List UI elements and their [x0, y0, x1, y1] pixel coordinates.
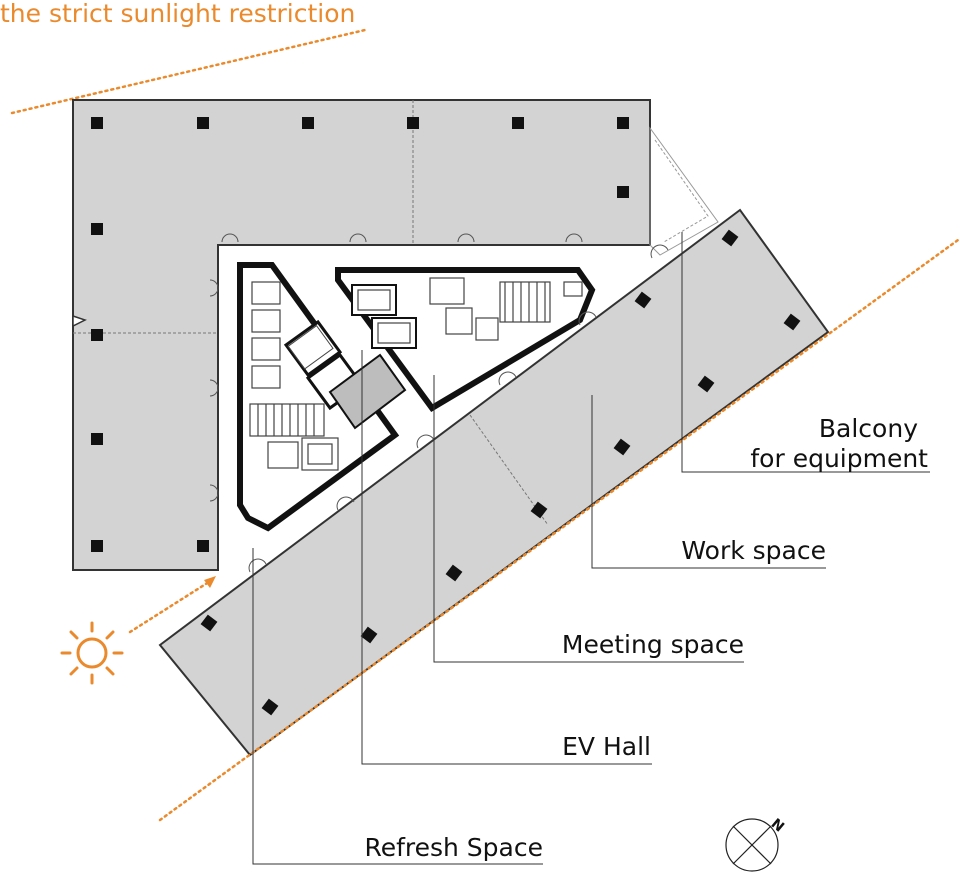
upper-left-floor-block: [72, 99, 651, 571]
work-space-label: Work space: [681, 536, 826, 565]
leader-lines: [252, 232, 930, 865]
sunlight-restriction-label: the strict sunlight restriction: [0, 0, 355, 28]
balcony-area: [649, 126, 719, 256]
door-swings: [209, 233, 669, 573]
diagonal-floor-block: [158, 208, 830, 757]
sun-icon: [60, 621, 124, 685]
sunlight-restriction-line-diagonal: [158, 238, 960, 822]
sunlight-restriction-line-top: [10, 28, 367, 115]
core-right: [328, 267, 596, 430]
columns-diagonal: [200, 229, 801, 716]
ev-hall-label: EV Hall: [562, 732, 651, 761]
core-left: [237, 262, 400, 532]
meeting-space-label: Meeting space: [562, 630, 744, 659]
refresh-space-label: Refresh Space: [364, 833, 543, 862]
columns-upper: [91, 117, 629, 552]
sunlight-ray: [128, 578, 214, 634]
north-label: N: [768, 816, 787, 836]
north-arrow-icon: N: [725, 816, 787, 872]
balcony-label-line2: for equipment: [750, 444, 928, 473]
balcony-label-line1: Balcony: [819, 414, 918, 443]
